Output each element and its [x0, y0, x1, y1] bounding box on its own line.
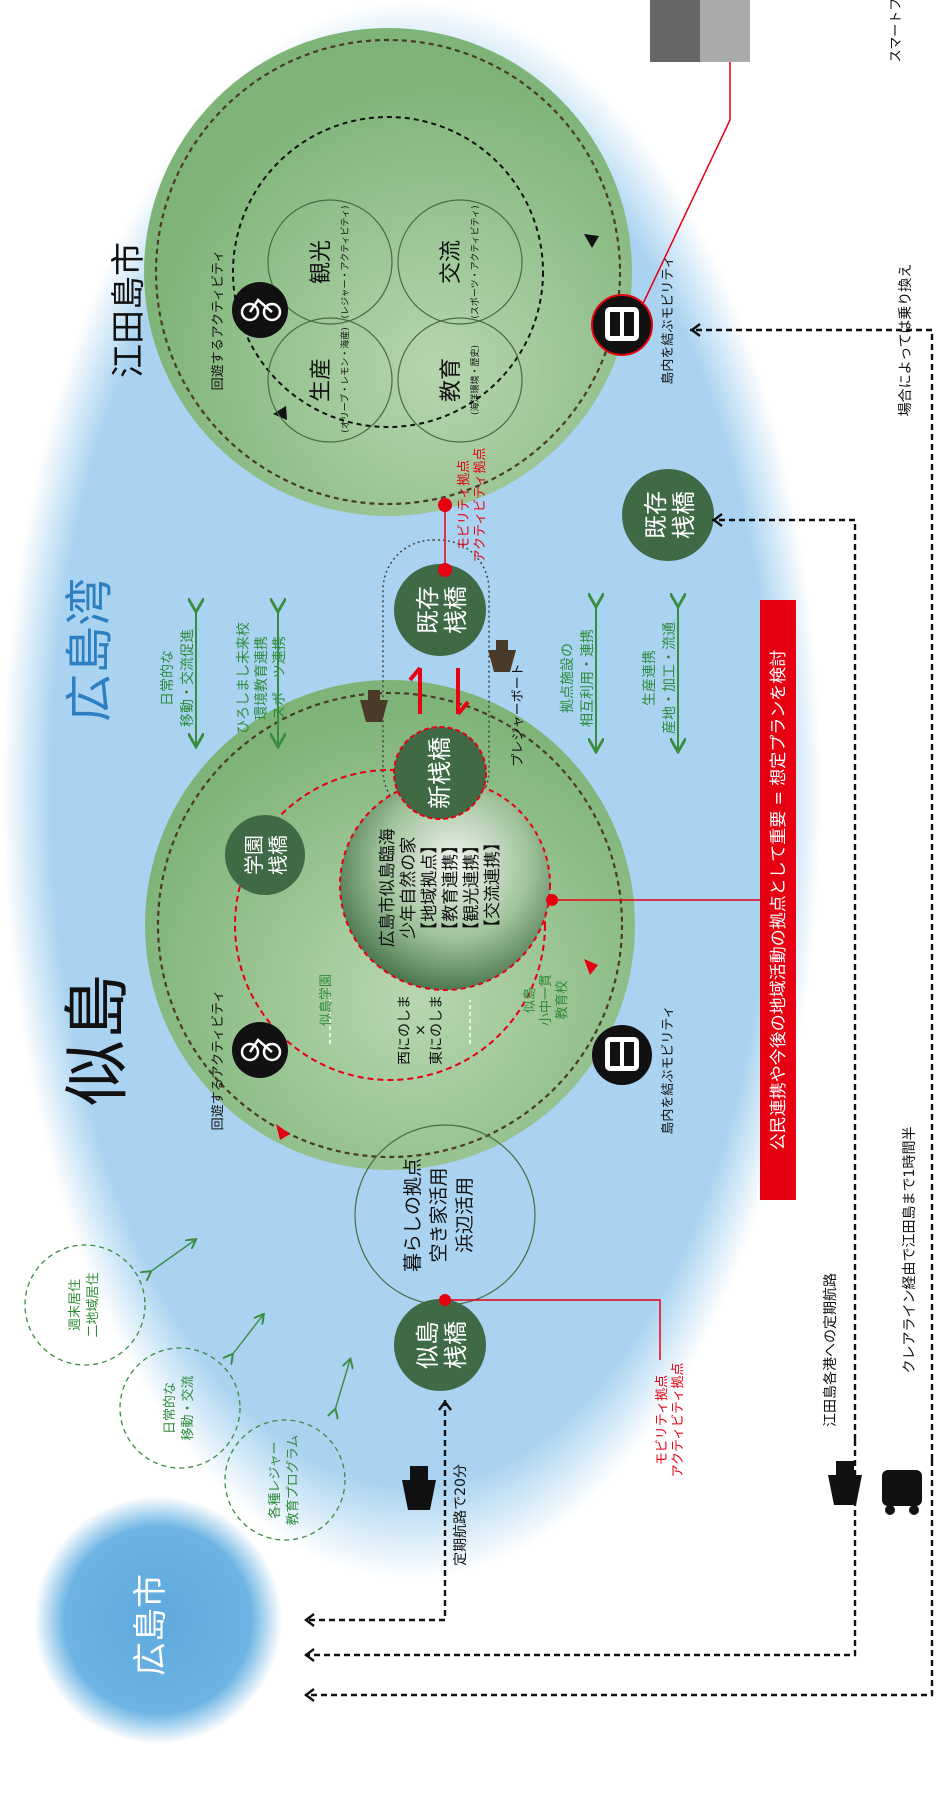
link-base: 拠点施設の相互利用・連携 — [560, 629, 596, 727]
school-integrated: 似島小中一貫教育校 — [523, 974, 570, 1026]
car-icon — [882, 1470, 922, 1515]
existing-pier-etajima-label: 既存桟橋 — [642, 491, 698, 539]
etajima-mobility-label: 島内を結ぶモビリティ — [660, 255, 676, 384]
route-ferry-20: 定期航路で20分 — [453, 1464, 469, 1566]
school-gakuen: 似島学園 — [318, 974, 334, 1026]
boat-icon — [488, 640, 516, 672]
route-etajima-ferry: 江田島各港への定期航路 — [823, 1273, 839, 1427]
niho-mobility-label: 島内を結ぶモビリティ — [660, 1005, 676, 1134]
niho-activity-label: 回遊するアクティビティ — [211, 990, 226, 1131]
bus-icon — [591, 294, 653, 356]
bubbles — [24, 1244, 346, 1541]
pier-circles — [225, 469, 714, 1391]
niho-pier-label: 似島桟橋 — [414, 1321, 470, 1369]
category-seisan: 生産(オリーブ・レモン・海産) — [309, 327, 351, 432]
etajima-activity-label: 回遊するアクティビティ — [211, 250, 226, 391]
link-daily: 日常的な移動・交流促進 — [160, 629, 196, 727]
category-kanko: 観光(レジャー・アクティビティ) — [309, 205, 351, 318]
bike-icon — [232, 282, 288, 338]
region-bay: 広島湾 — [62, 578, 118, 722]
link-production: 生産連携産地・加工・流通 — [642, 622, 678, 734]
link-school: ひろしまし未来校環境教育連携スポーツ連携 — [235, 622, 288, 734]
mobility-callout-center: モビリティ拠点アクティビティ拠点 — [457, 448, 488, 563]
bus-icon — [592, 1025, 652, 1085]
facility-circle — [339, 779, 551, 991]
region-etajima: 江田島市 — [109, 242, 149, 378]
route-clearline: クレアライン経由で江田島まで1時間半 — [902, 1127, 918, 1374]
etajima-categories — [267, 199, 523, 443]
region-hiroshima: 広島市 — [131, 1574, 171, 1676]
new-pier-label: 新桟橋 — [426, 737, 454, 809]
region-niho: 似島 — [59, 974, 136, 1106]
red-connectors — [444, 60, 762, 1360]
bubble-arrows — [150, 1240, 350, 1410]
niho-center-label: 西にのしま×東にのしま — [397, 995, 445, 1065]
smart-label: スマートフ — [889, 0, 904, 62]
bubble-leisure: 各種レジャー教育プログラム — [267, 1435, 301, 1526]
banner-text: 公民連携や今後の地域活動の拠点として重要 = 想定プランを検討 — [769, 650, 789, 1151]
category-koryu: 交流(スポーツ・アクティビティ) — [439, 205, 481, 318]
exchange-arrows — [408, 666, 470, 716]
etajima-island — [144, 28, 632, 516]
niho-hub-label: 暮らしの拠点空き家活用浜辺活用 — [402, 1158, 476, 1272]
pleasure-boat-label: プレジャーボート — [511, 663, 526, 766]
bike-icon — [232, 1022, 288, 1078]
facility-label: 広島市似島臨海 少年自然の家 【地域拠点】 【教育連携】 【観光連携】 【交流連… — [378, 823, 503, 947]
hiroshima-city-area — [34, 1496, 282, 1744]
category-kyoiku: 教育(海洋環境・歴史) — [439, 345, 481, 415]
existing-pier-center-label: 既存桟橋 — [414, 586, 470, 634]
boat-icon — [360, 690, 388, 722]
link-arrows — [196, 605, 678, 750]
ferry-icon — [828, 1461, 862, 1505]
gakuen-pier-label: 学園桟橋 — [242, 835, 290, 875]
bubble-daily: 日常的な移動・交流 — [162, 1375, 196, 1440]
mobility-callout-bottom: モビリティ拠点アクティビティ拠点 — [655, 1363, 686, 1478]
route-transfer: 場合によっては乗り換え — [898, 264, 914, 417]
bubble-weekend: 週末居住二地域居住 — [68, 1272, 101, 1337]
route-lines — [305, 328, 934, 1697]
ferry-icon — [402, 1466, 436, 1510]
banner-bg — [760, 600, 796, 1200]
